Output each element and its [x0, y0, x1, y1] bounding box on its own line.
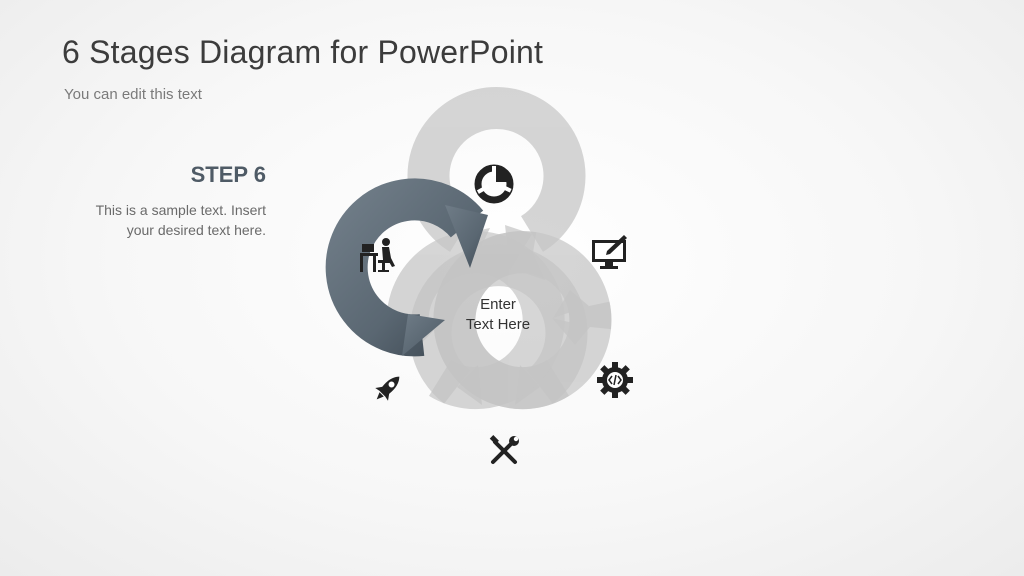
- slide-subtitle: You can edit this text: [64, 86, 202, 103]
- stage-5-ring[interactable]: [386, 231, 565, 410]
- step-description-line-1: This is a sample text. Insert: [95, 202, 266, 218]
- code-gear-icon: [597, 362, 633, 398]
- monitor-design-icon: [592, 235, 627, 269]
- desk-worker-icon: [360, 238, 395, 272]
- pie-chart-icon: [474, 164, 514, 204]
- diagram-center-label[interactable]: Enter Text Here: [438, 295, 558, 335]
- stage-6-ring-active[interactable]: [325, 178, 488, 357]
- step-description-line-2: your desired text here.: [126, 222, 266, 238]
- rocket-icon: [375, 376, 400, 401]
- step-heading: STEP 6: [190, 162, 266, 187]
- center-label-line-2: Text Here: [465, 316, 531, 333]
- slide-title: 6 Stages Diagram for PowerPoint: [62, 34, 544, 70]
- tools-icon: [489, 435, 519, 464]
- step-description: This is a sample text. Insert your desir…: [26, 200, 266, 240]
- center-label-line-1: Enter: [480, 296, 516, 313]
